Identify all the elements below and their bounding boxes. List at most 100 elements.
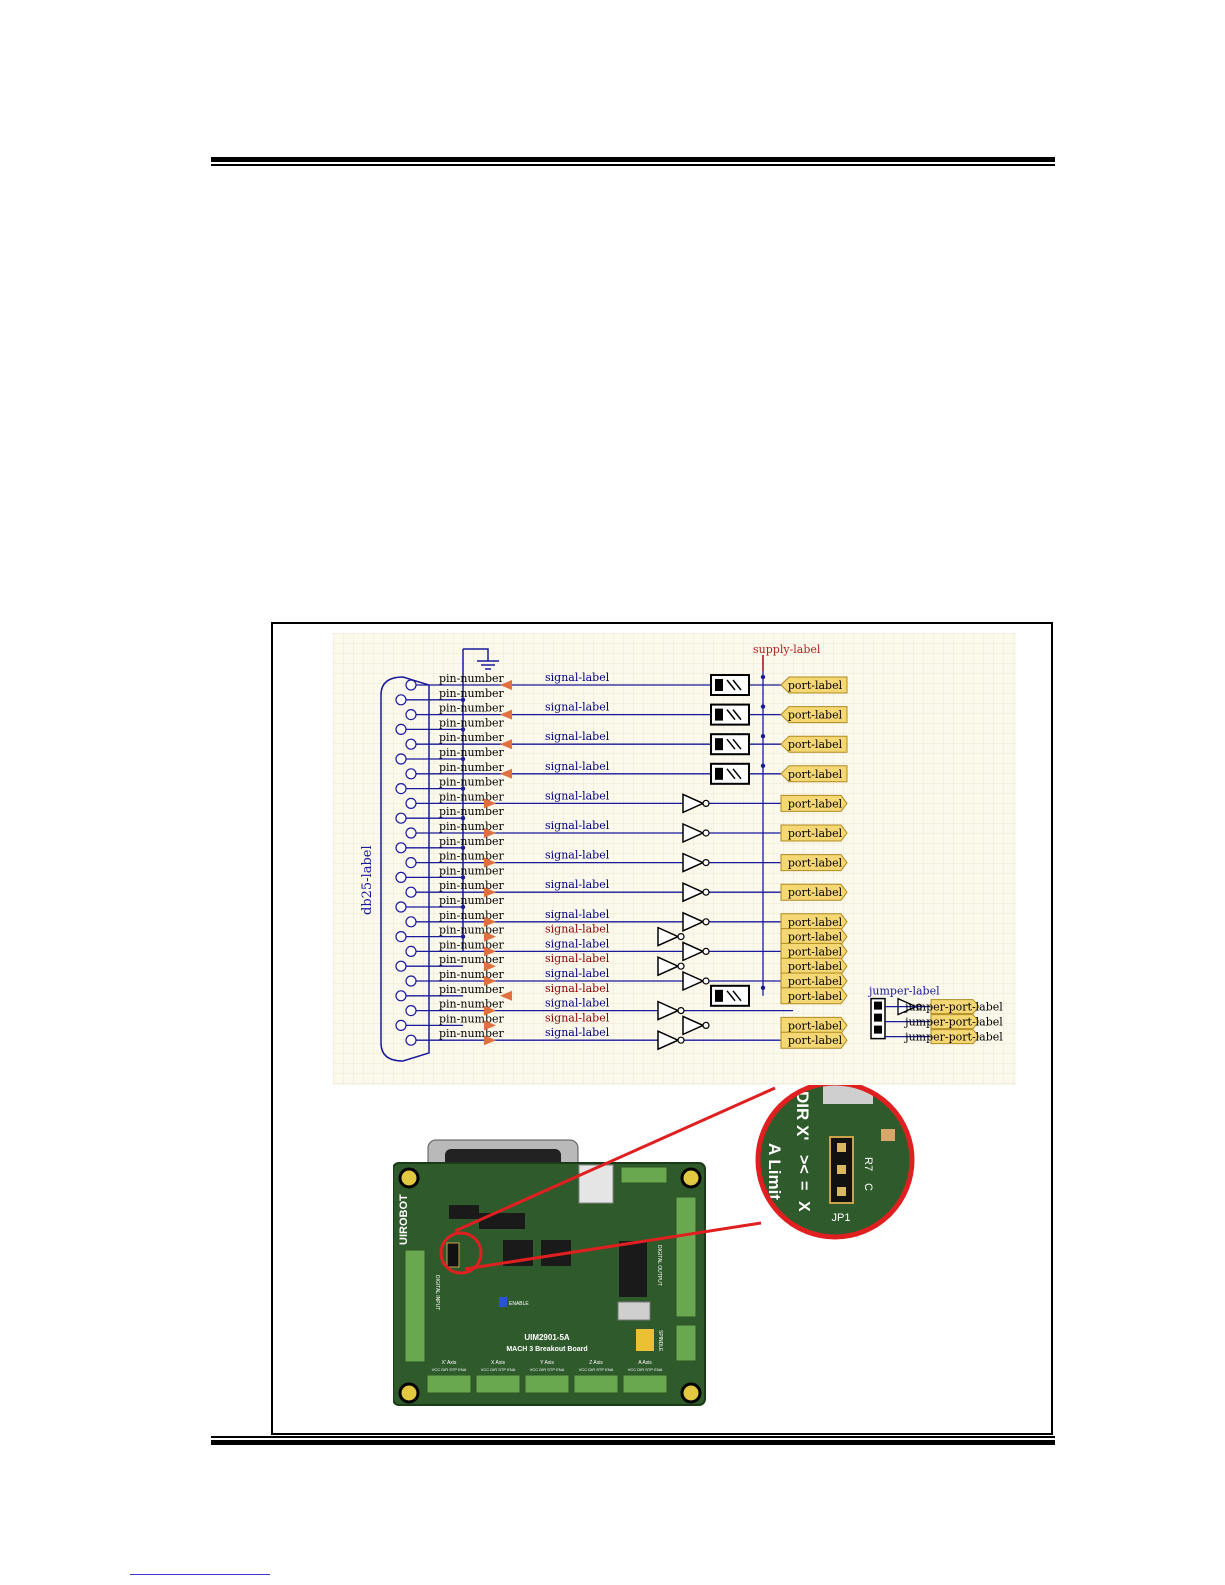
- inverter-bubble: [702, 829, 710, 837]
- signal-arrow: [484, 798, 496, 809]
- db25-pin: [395, 1019, 407, 1031]
- jumper-pin: [874, 1001, 882, 1010]
- port-tag: [780, 706, 848, 724]
- bus-junction: [460, 875, 466, 880]
- inverter-bubble: [702, 859, 710, 867]
- inverter-bubble: [677, 1007, 685, 1015]
- port-tag: [780, 824, 848, 842]
- optocoupler-led: [715, 679, 723, 691]
- jumper-pin: [874, 1013, 882, 1022]
- X DIR: jumper-port-label: [903, 1016, 1003, 1029]
- axis-terminal-block: [524, 1374, 570, 1394]
- P6 : Z DIR: signal-label: [545, 878, 610, 891]
- P15 : ESTOP: signal-label: [545, 982, 610, 995]
- axis-label: Y Axis: [540, 1360, 554, 1366]
- signal-arrow: [484, 1035, 496, 1046]
- zoom-dir-label: DIR X': [793, 1091, 812, 1140]
- axis-terminal-block: [573, 1374, 619, 1394]
- pcb-digital-input: DIGITAL INPUT: [434, 1275, 440, 1310]
- inverter-gate: [657, 1030, 680, 1051]
- optocoupler-led: [715, 738, 723, 751]
- footer-rule-thick: [211, 1440, 1055, 1445]
- axis-pin-labels: VCC DIR STP ENA: [530, 1367, 565, 1372]
- port-tag: [780, 794, 848, 812]
- db25-pin: [405, 1005, 417, 1017]
- signal-arrow: [500, 990, 512, 1001]
- Y STP: port-label: [788, 916, 843, 929]
- Z STP: port-label: [788, 857, 843, 870]
- bus-junction: [460, 697, 466, 702]
- 20: pin-number: [439, 835, 505, 848]
- db25-pin: [405, 916, 417, 928]
- signal-arrow: [484, 976, 496, 986]
- db25-pin: [405, 886, 417, 898]
- mount-hole-tr: [680, 1167, 702, 1189]
- P3 : X/X' STP: signal-label: [545, 967, 610, 980]
- 18: pin-number: [439, 894, 505, 907]
- jumper-port-tag: [930, 1014, 980, 1030]
- signal-arrow: [500, 768, 512, 779]
- P16: port-label: [788, 960, 843, 973]
- 12V: supply-label: [753, 643, 821, 656]
- JP1: jumper-label: [867, 985, 940, 998]
- db25-outline: [380, 676, 430, 1062]
- signal-arrow: [484, 946, 496, 957]
- inverter-gate: [657, 956, 680, 977]
- db25-pin: [395, 842, 407, 854]
- inverter-gate: [682, 911, 705, 932]
- X-X' STP: port-label: [788, 975, 843, 988]
- jumper-port-tag: [930, 1029, 980, 1045]
- port-tag: [780, 928, 848, 946]
- X' DIR: jumper-port-label: [903, 1001, 1003, 1014]
- pcb-title: MACH 3 Breakout Board: [506, 1346, 587, 1353]
- ic-chip-4: [619, 1241, 647, 1297]
- usb-port: [578, 1164, 614, 1204]
- bus-junction: [460, 845, 466, 850]
- db25-pin: [395, 960, 407, 972]
- footer-rule-thin: [211, 1436, 1055, 1438]
- port-tag: [780, 1016, 848, 1034]
- 2: pin-number: [439, 998, 505, 1011]
- right-terminal-block: [675, 1196, 697, 1318]
- db25-pin: [395, 753, 407, 765]
- 1: pin-number: [439, 1027, 505, 1040]
- 7: pin-number: [439, 850, 505, 863]
- pcb-enable: ENABLE: [509, 1301, 529, 1307]
- zoom-c-label: C: [862, 1183, 874, 1191]
- signal-arrow: [484, 1020, 496, 1031]
- db25-pin: [395, 812, 407, 824]
- zoom-r7-label: R7: [862, 1157, 874, 1171]
- signal-arrow: [484, 961, 496, 972]
- port-tag: [780, 1031, 848, 1049]
- inverter-gate: [657, 926, 680, 947]
- header-rule-thick: [211, 157, 1055, 162]
- zoom-jp1-label: JP1: [832, 1212, 851, 1224]
- port-tag: [780, 765, 848, 783]
- P12 :: signal-label: [545, 701, 610, 714]
- 16: pin-number: [439, 953, 505, 966]
- db25-pin: [405, 679, 417, 691]
- P1: port-label: [788, 1034, 843, 1047]
- inverter-bubble: [702, 799, 710, 807]
- ic-chip-1: [479, 1213, 525, 1229]
- P2 : X-X' DIR: signal-label: [545, 997, 610, 1010]
- left-terminal-block: [404, 1249, 426, 1363]
- inverter-gate: [657, 1000, 680, 1021]
- axis-pin-labels: VCC DIR STP ENA: [481, 1367, 516, 1372]
- axis-label: X Axis: [491, 1360, 505, 1366]
- port-tag: [780, 957, 848, 975]
- inverter-gate: [682, 852, 705, 873]
- db25-pin: [405, 738, 417, 750]
- supply-junction: [760, 674, 766, 680]
- db25-pin: [395, 723, 407, 736]
- inverter-gate: [682, 941, 705, 962]
- axis-label: A Axis: [638, 1360, 652, 1366]
- signal-arrow: [500, 739, 512, 750]
- axis-terminal-block: [622, 1374, 668, 1394]
- inverter-bubble: [702, 1021, 710, 1029]
- X+- Limit: port-label: [788, 768, 843, 781]
- P5 : Y STP: signal-label: [545, 908, 610, 921]
- port-tag: [780, 676, 848, 694]
- P10 :: signal-label: [545, 760, 610, 773]
